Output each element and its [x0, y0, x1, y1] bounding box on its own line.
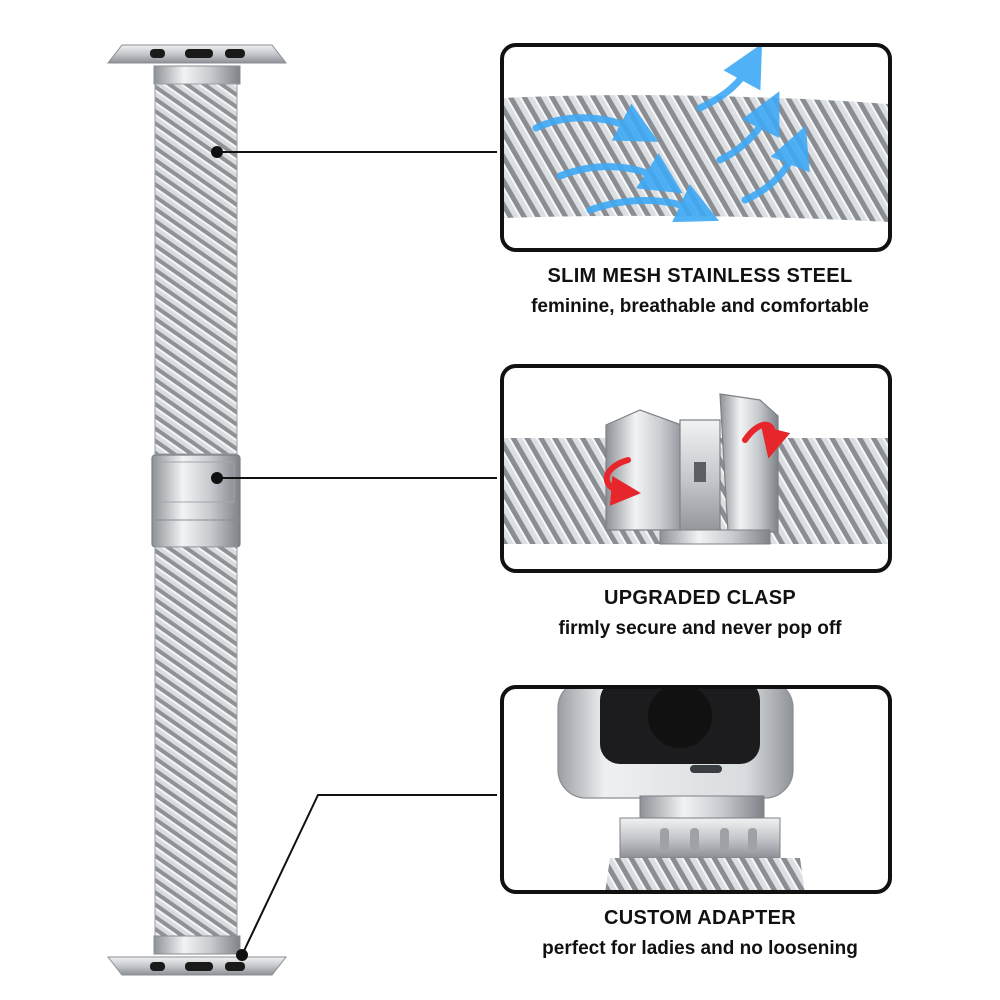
feature-title: UPGRADED CLASP — [604, 587, 796, 609]
feature-panel-adapter — [500, 685, 892, 894]
feature-caption-adapter: CUSTOM ADAPTER perfect for ladies and no… — [500, 907, 900, 960]
feature-subtitle: firmly secure and never pop off — [558, 618, 842, 639]
feature-title: SLIM MESH STAINLESS STEEL — [547, 265, 853, 287]
clasp-rotate-arrow-icon — [603, 421, 791, 506]
top-adapter — [106, 44, 288, 85]
feature-title: CUSTOM ADAPTER — [604, 907, 796, 929]
clasp-closeup — [504, 368, 888, 569]
feature-caption-clasp: UPGRADED CLASP firmly secure and never p… — [500, 587, 900, 640]
mesh-closeup — [504, 47, 888, 248]
feature-subtitle: feminine, breathable and comfortable — [531, 296, 869, 317]
feature-panel-mesh — [500, 43, 892, 252]
band-clasp — [151, 454, 241, 548]
breathable-air-arrow-icon — [532, 47, 810, 223]
adapter-closeup — [504, 689, 888, 890]
feature-caption-mesh: SLIM MESH STAINLESS STEEL feminine, brea… — [500, 265, 900, 318]
bottom-adapter — [106, 935, 288, 976]
feature-panel-clasp — [500, 364, 892, 573]
feature-subtitle: perfect for ladies and no loosening — [542, 938, 858, 959]
watch-band — [106, 44, 288, 976]
callout-lines — [211, 146, 497, 961]
